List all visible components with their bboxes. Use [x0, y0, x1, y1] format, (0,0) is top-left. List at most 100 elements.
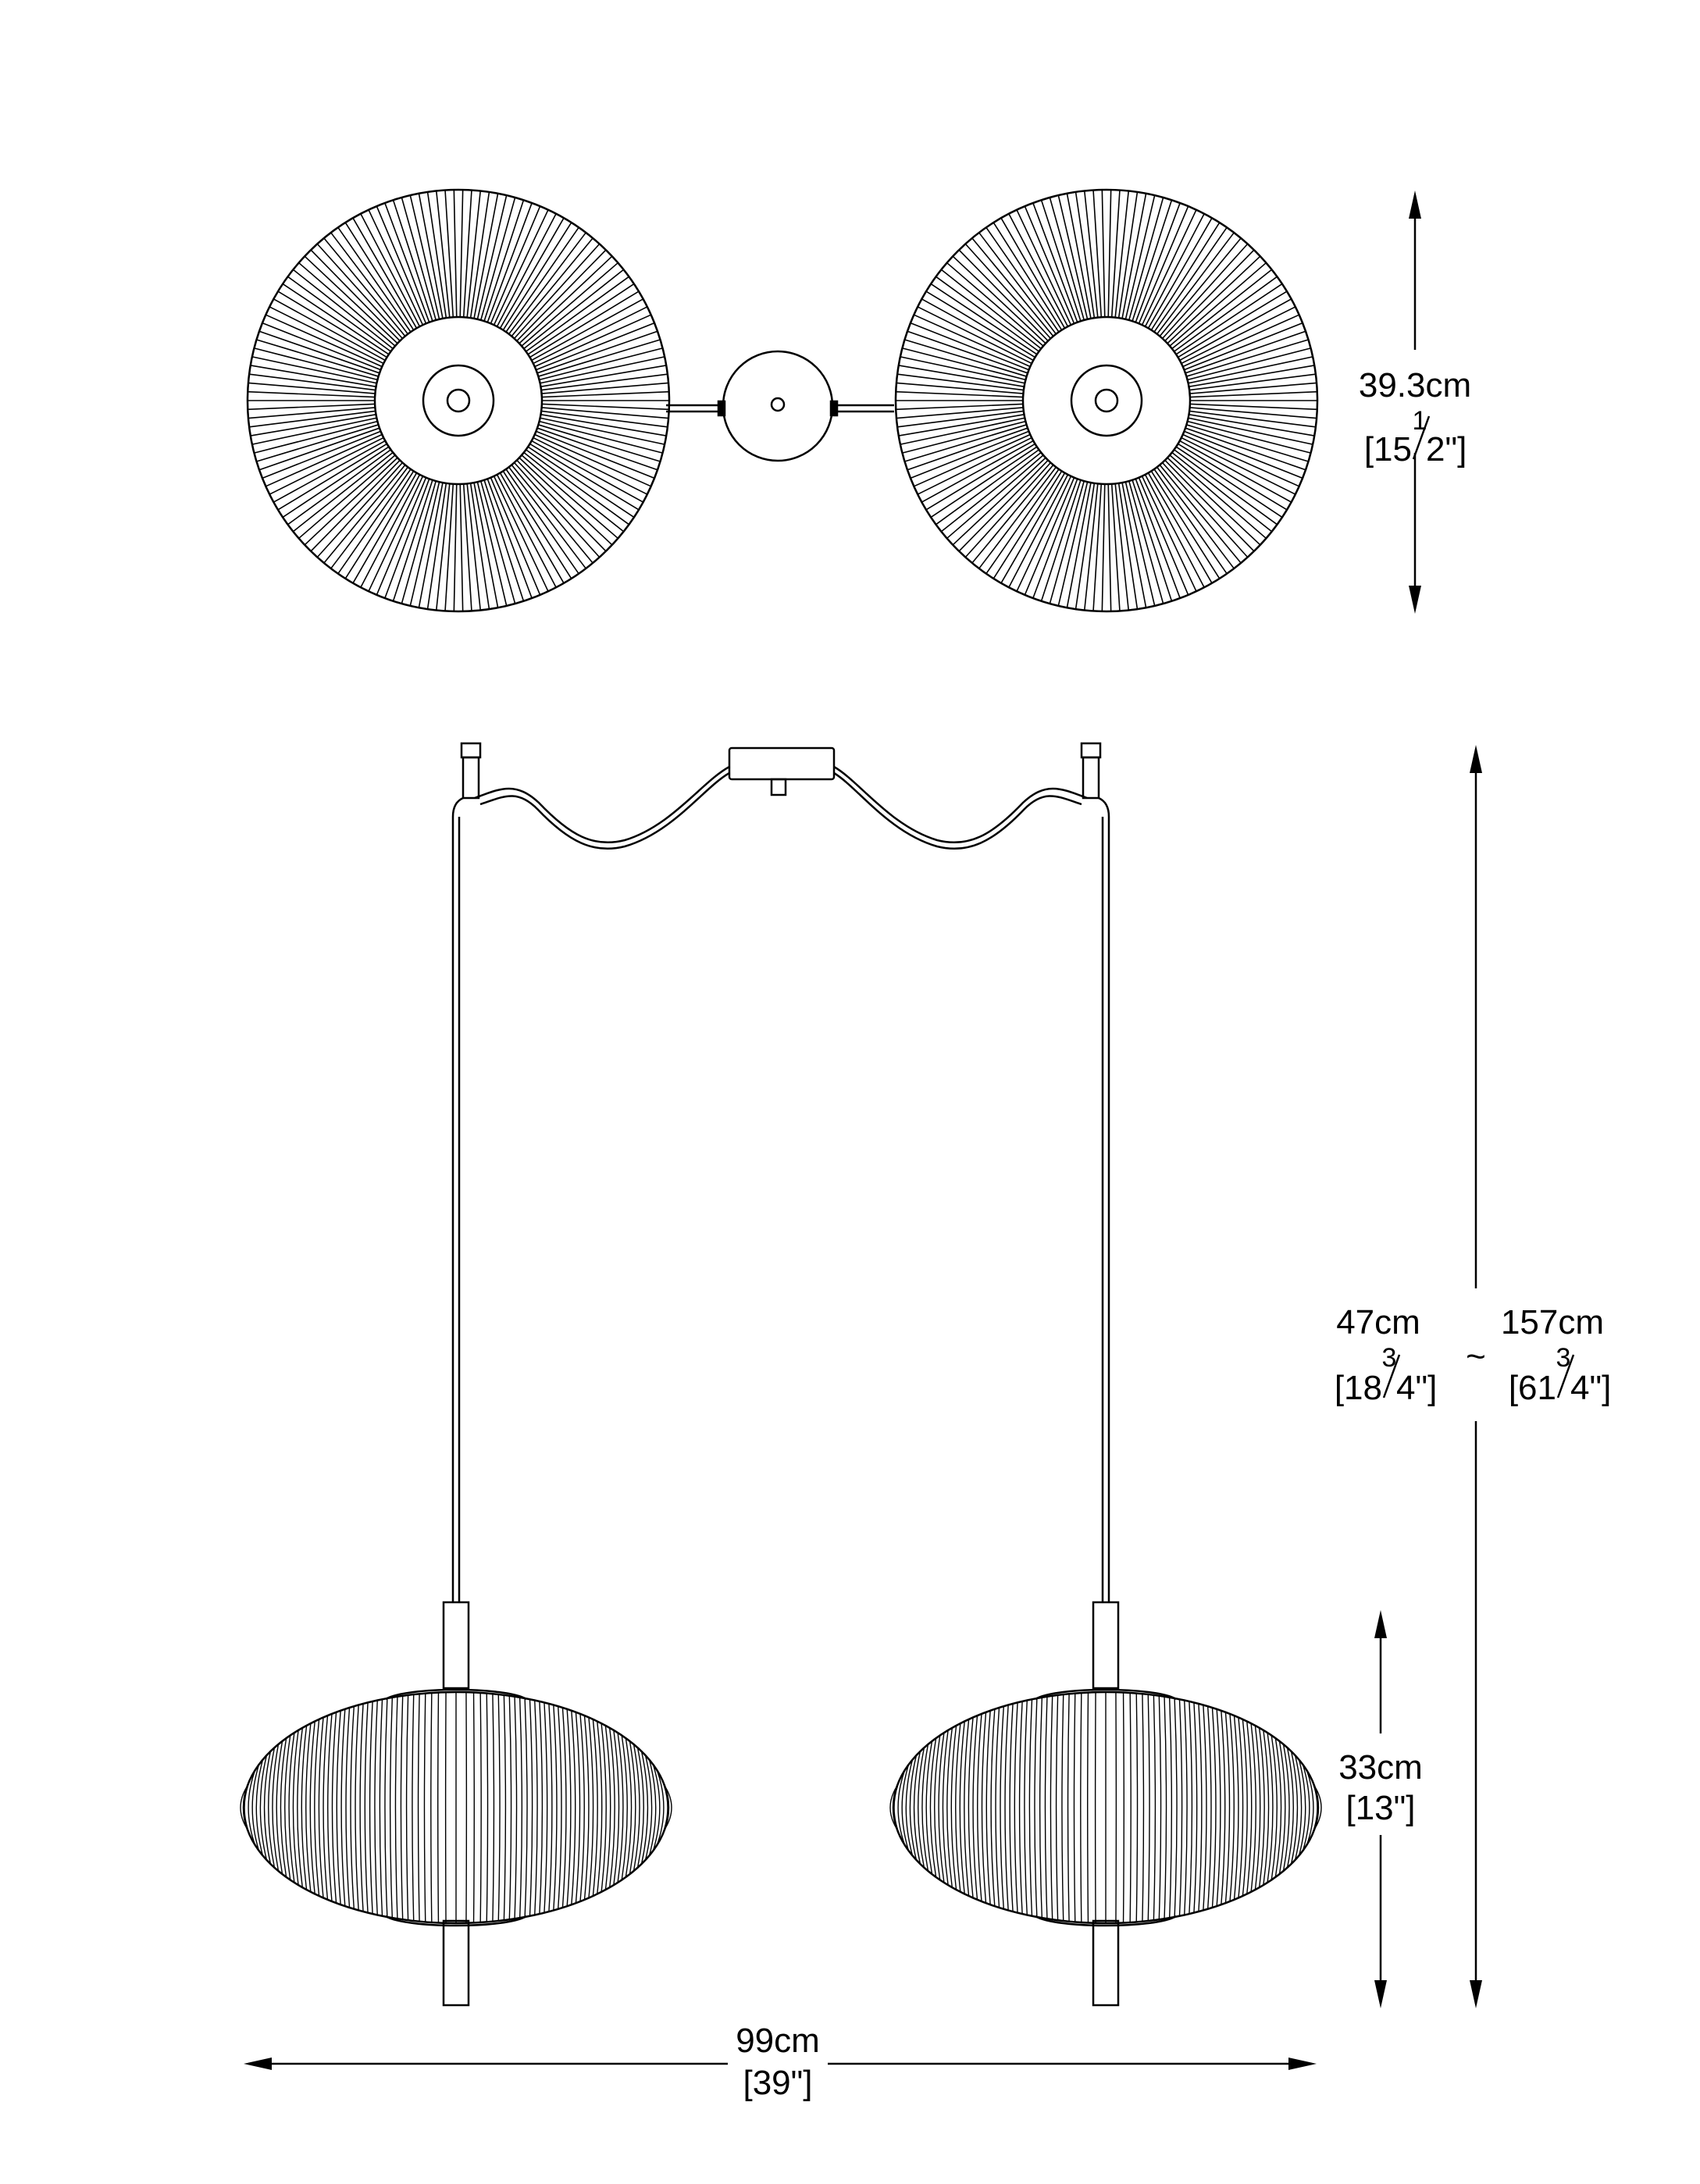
front-view-left-hook-cap: [460, 742, 482, 759]
pleat-line: [469, 483, 490, 610]
pleat-line: [541, 382, 669, 394]
pleat-line: [529, 290, 640, 358]
pleat-line: [1178, 290, 1288, 358]
pleat-line: [925, 443, 1035, 511]
pleat-line: [516, 459, 607, 552]
pleat-line: [384, 202, 430, 322]
drop-dim-max-frac-slash: [1556, 1354, 1575, 1398]
pleat-line: [1150, 222, 1221, 331]
pleat-line: [1169, 262, 1267, 347]
shade-rib: [664, 1785, 672, 1830]
pleat-line: [502, 470, 572, 579]
shade-rib: [1073, 1693, 1076, 1922]
drop-dim-max-frac-numerator: 3: [1556, 1343, 1571, 1373]
pleat-line: [904, 424, 1027, 462]
pleat-line: [248, 390, 376, 398]
pleat-line: [282, 446, 390, 518]
shade-rib: [1028, 1699, 1033, 1916]
shade-rib: [644, 1755, 653, 1861]
shade-rib: [566, 1708, 572, 1907]
pleat-line: [1057, 194, 1089, 320]
pleat-line: [1008, 474, 1069, 588]
shade-rib: [1080, 1692, 1082, 1923]
shade-rib: [240, 1785, 248, 1830]
pleat-line: [480, 480, 516, 604]
top-view-left-shade: [246, 188, 671, 613]
shade-rib: [597, 1721, 603, 1894]
pleat-line: [936, 276, 1039, 352]
pleat-line: [540, 365, 667, 387]
shade-rib: [1229, 1713, 1235, 1902]
pleat-line: [1075, 191, 1096, 319]
pleat-line: [900, 417, 1025, 445]
shade-rib: [1014, 1702, 1018, 1913]
pleat-line: [1182, 314, 1299, 368]
top-view-right-shade-pleats: [896, 190, 1317, 611]
pleat-line: [536, 427, 658, 471]
pleat-line: [1159, 237, 1242, 337]
front-view-canopy: [728, 746, 836, 781]
shade-rib: [656, 1769, 665, 1846]
shade-dim-imperial: [13"]: [1345, 1789, 1415, 1827]
pleat-line: [392, 479, 433, 602]
pleat-line: [505, 469, 579, 575]
pleat-line: [502, 222, 572, 331]
pleat-line: [310, 249, 401, 342]
pleat-line: [914, 314, 1031, 368]
shade-rib: [1067, 1694, 1070, 1922]
pleat-line: [256, 424, 379, 462]
pleat-line: [896, 382, 1024, 394]
shade-rib: [1290, 1751, 1299, 1865]
pleat-line: [352, 472, 418, 584]
pleat-line: [1184, 430, 1303, 479]
drop-dim-max-metric: 157cm: [1501, 1303, 1604, 1341]
front-view-right-bottom-cap: [1035, 1915, 1177, 1927]
top-view-right-shade: [894, 188, 1319, 613]
pleat-line: [529, 443, 640, 511]
pleat-line: [917, 306, 1032, 365]
shade-rib: [913, 1751, 921, 1865]
pleat-line: [330, 466, 408, 569]
shade-rib: [901, 1764, 910, 1851]
pleat-line: [483, 199, 525, 322]
shade-rib: [1087, 1692, 1089, 1923]
shade-rib: [255, 1759, 264, 1856]
top-view-canopy: [722, 350, 834, 462]
shade-rib: [539, 1701, 544, 1915]
pleat-line: [1167, 255, 1261, 344]
top-view-dim-frac-slash: [1412, 415, 1431, 460]
shade-rib: [384, 1698, 388, 1918]
shade-rib: [292, 1730, 299, 1886]
pleat-line: [952, 255, 1046, 344]
pleat-line: [1159, 464, 1242, 564]
pleat-line: [964, 243, 1051, 340]
shade-rib: [309, 1721, 315, 1894]
drop-dim-arrow-up: [1470, 745, 1482, 773]
pleat-line: [323, 464, 406, 564]
pleat-line: [985, 226, 1060, 333]
front-view-left-hook-body: [462, 756, 480, 800]
top-view-left-shade-inner: [373, 315, 544, 486]
pleat-line: [1188, 356, 1313, 384]
shade-rib: [400, 1695, 404, 1920]
pleat-line: [316, 461, 403, 558]
shade-rib: [1221, 1710, 1226, 1905]
front-view-canopy-stem: [770, 778, 787, 796]
pleat-line: [360, 213, 421, 327]
pleat-line: [250, 414, 376, 436]
pleat-line: [541, 407, 669, 419]
front-view-right-upper-stem: [1092, 1601, 1120, 1690]
pleat-line: [896, 403, 1024, 411]
pleat-line: [902, 347, 1026, 381]
pleat-line: [900, 356, 1025, 384]
top-view-height-dimension: 39.3cm 1 [15 2"]: [1359, 191, 1471, 614]
pleat-line: [1101, 190, 1106, 318]
pleat-line: [1169, 454, 1267, 540]
pleat-line: [292, 269, 394, 350]
pleat-line: [985, 469, 1060, 575]
pleat-line: [1141, 209, 1197, 326]
pleat-line: [527, 283, 635, 355]
pleat-line: [401, 197, 437, 321]
shade-rib: [889, 1785, 898, 1830]
